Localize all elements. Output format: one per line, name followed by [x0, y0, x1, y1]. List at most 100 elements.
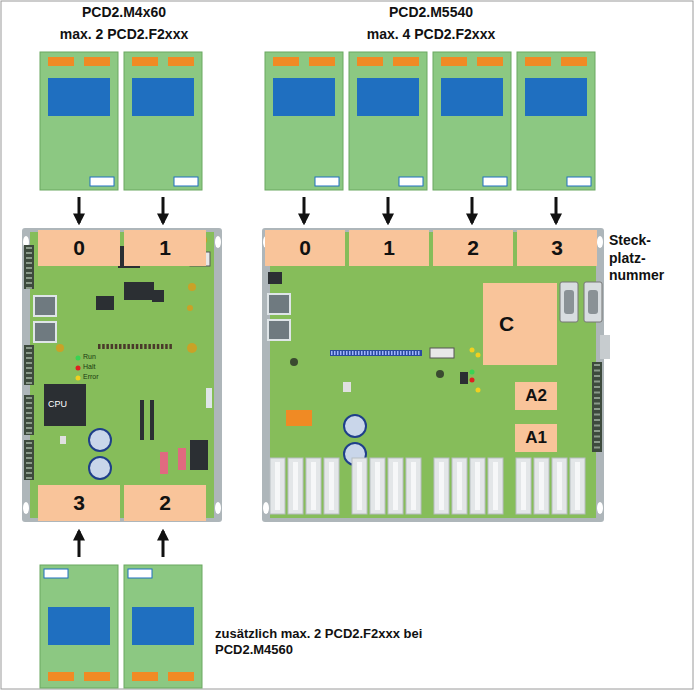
ethernet-port: [268, 294, 290, 314]
header-pin: [391, 351, 393, 355]
terminal-block: [24, 345, 34, 385]
header-pin: [406, 351, 408, 355]
module-chip: [48, 78, 110, 116]
module-board: [265, 52, 343, 190]
terminal-pin: [26, 432, 32, 434]
slot-box: 3: [38, 485, 120, 521]
relay-terminal: [370, 458, 385, 514]
header-pin: [343, 351, 345, 355]
module-label-field: [128, 569, 152, 578]
module-label-field: [483, 177, 507, 186]
slot-number-caption: Steck- platz- nummer: [609, 232, 679, 285]
module-label-field: [44, 569, 68, 578]
usb-port: [268, 272, 282, 284]
connector-strip: [168, 672, 194, 681]
relay-slot: [275, 462, 280, 510]
connector: [178, 448, 186, 470]
ethernet-port: [34, 296, 56, 316]
terminal-pin: [26, 452, 32, 454]
header-pin: [418, 351, 420, 355]
relay-terminal: [288, 458, 303, 514]
relay-slot: [539, 462, 544, 510]
relay-terminal: [352, 458, 367, 514]
base-board: [22, 228, 222, 522]
relay-slot: [311, 462, 316, 510]
slot-number: 1: [159, 236, 171, 260]
button: [343, 382, 351, 392]
mounting-hole: [23, 502, 29, 514]
header-pin: [111, 344, 114, 349]
insert-arrow: [471, 197, 474, 223]
terminal-pin: [26, 447, 32, 449]
component: [286, 410, 312, 426]
relay-slot: [329, 462, 334, 510]
terminal-pin: [26, 352, 32, 354]
module-card: [40, 565, 118, 688]
module-label-field: [399, 177, 423, 186]
terminal-pin: [26, 397, 32, 399]
header-pin: [355, 351, 357, 355]
module-card: [517, 52, 595, 190]
terminal-pin: [594, 364, 600, 366]
screw: [188, 283, 196, 291]
ethernet-port: [34, 322, 56, 342]
led-label: Run: [83, 353, 96, 362]
module-label-field: [315, 177, 339, 186]
header-pin: [403, 351, 405, 355]
button: [60, 436, 66, 444]
header-pin: [358, 351, 360, 355]
terminal-pin: [594, 381, 600, 383]
module-count: max. 4 PCD2.F2xxx: [367, 26, 495, 44]
led: [76, 376, 81, 381]
slot-number: 2: [159, 491, 171, 515]
module-count: max. 2 PCD2.F2xxx: [60, 26, 188, 44]
header-pin: [340, 351, 342, 355]
capacitor: [89, 429, 111, 451]
module-board: [349, 52, 427, 190]
connector-strip: [441, 57, 467, 66]
mounting-hole: [597, 236, 603, 248]
relay-terminal: [488, 458, 503, 514]
header-pin: [169, 344, 172, 349]
slot-box: 1: [124, 230, 206, 266]
relay-terminal: [552, 458, 567, 514]
header-pin: [379, 351, 381, 355]
slot-box: 1: [349, 230, 429, 266]
module-board: [124, 52, 202, 190]
module-card: [40, 52, 118, 190]
terminal-pin: [26, 252, 32, 254]
led-label: Error: [83, 373, 99, 382]
terminal-pin: [594, 408, 600, 410]
header: [150, 400, 154, 440]
module-chip: [132, 78, 194, 116]
terminal-pin: [26, 272, 32, 274]
pcb: [30, 232, 214, 518]
slot-number: A1: [525, 428, 547, 448]
terminal-pin: [594, 419, 600, 421]
module-chip: [525, 78, 587, 116]
slot-number: C: [499, 312, 514, 336]
header-pin: [98, 344, 101, 349]
terminal-pin: [26, 357, 32, 359]
insert-arrow: [78, 197, 81, 223]
insert-arrow: [303, 197, 306, 223]
terminal-pin: [26, 477, 32, 479]
connector-strip: [132, 672, 158, 681]
relay-terminal: [534, 458, 549, 514]
header-pin: [115, 344, 118, 349]
relay-slot: [493, 462, 498, 510]
slot-number: 2: [467, 236, 479, 260]
terminal-pin: [594, 403, 600, 405]
housing: [262, 228, 604, 522]
terminal-pin: [594, 425, 600, 427]
terminal-pin: [26, 417, 32, 419]
terminal-pin: [26, 407, 32, 409]
module-card: [124, 565, 202, 688]
relay-terminal: [434, 458, 449, 514]
terminal-pin: [594, 392, 600, 394]
module-board: [40, 565, 118, 688]
relay-terminal: [406, 458, 421, 514]
slot-number: A2: [525, 386, 547, 406]
terminal-pin: [26, 427, 32, 429]
slot-number: 1: [383, 236, 395, 260]
